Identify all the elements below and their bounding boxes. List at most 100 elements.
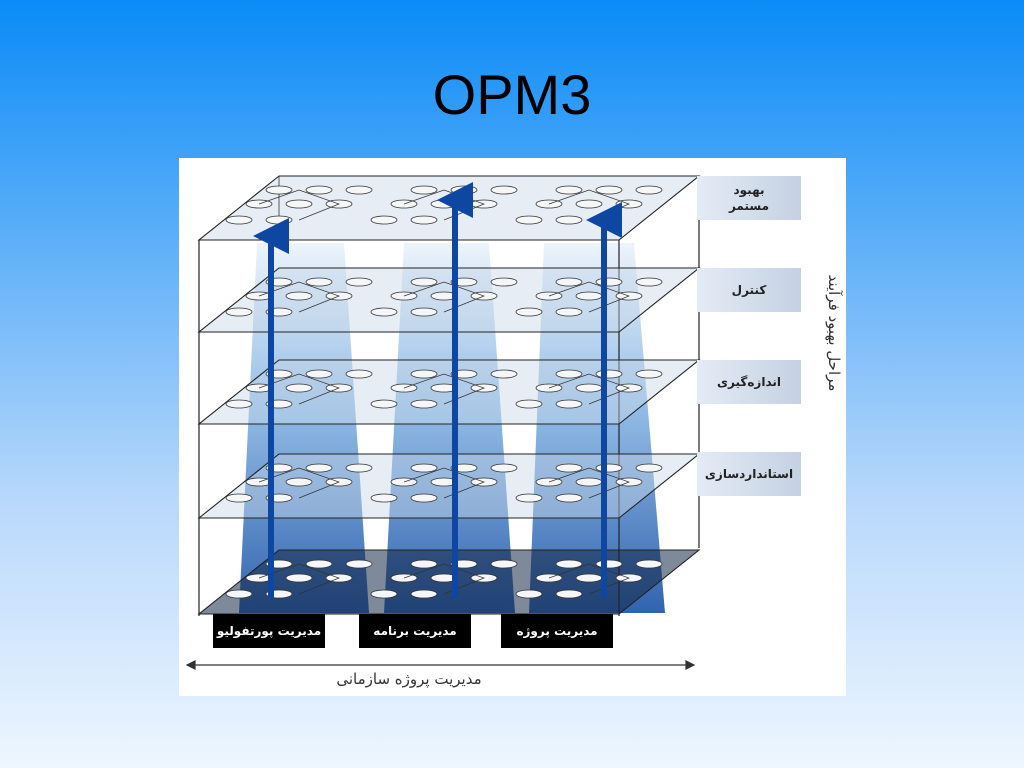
process-node bbox=[305, 369, 333, 379]
process-node bbox=[225, 493, 253, 503]
process-node bbox=[595, 559, 623, 569]
stage-label-text: اندازه‌گیری bbox=[717, 374, 781, 389]
process-node bbox=[490, 559, 518, 569]
process-node bbox=[345, 277, 373, 287]
process-node bbox=[575, 291, 603, 301]
opm3-diagram: بهبود مستمر کنترل اندازه‌گیری استانداردس… bbox=[179, 158, 846, 696]
domain-label-project: مدیریت پروژه bbox=[501, 614, 613, 648]
process-node bbox=[635, 463, 663, 473]
stage-label-text: بهبود مستمر bbox=[728, 182, 770, 213]
process-link bbox=[403, 281, 485, 313]
process-link bbox=[403, 467, 485, 499]
process-node bbox=[410, 277, 438, 287]
domain-label-portfolio: مدیریت پورتفولیو bbox=[213, 614, 325, 648]
stage-label-standardization: استانداردسازی bbox=[697, 452, 801, 496]
process-node bbox=[555, 307, 583, 317]
process-node bbox=[635, 277, 663, 287]
process-node bbox=[285, 291, 313, 301]
process-link bbox=[548, 467, 630, 499]
process-link bbox=[548, 563, 630, 595]
process-link bbox=[258, 189, 340, 221]
stage-label-text: کنترل bbox=[731, 282, 767, 297]
slide-title: OPM3 bbox=[432, 63, 592, 126]
process-node bbox=[635, 369, 663, 379]
stage-label-measurement: اندازه‌گیری bbox=[697, 360, 801, 404]
process-node bbox=[555, 185, 583, 195]
process-node bbox=[225, 589, 253, 599]
process-node bbox=[410, 369, 438, 379]
process-node bbox=[515, 307, 543, 317]
process-node bbox=[410, 589, 438, 599]
process-node bbox=[410, 399, 438, 409]
process-node bbox=[490, 369, 518, 379]
process-node bbox=[490, 463, 518, 473]
layer-plane-5 bbox=[197, 549, 701, 615]
process-link bbox=[258, 563, 340, 595]
process-node bbox=[515, 215, 543, 225]
process-link bbox=[403, 563, 485, 595]
process-node bbox=[515, 589, 543, 599]
process-node bbox=[285, 383, 313, 393]
process-node bbox=[595, 277, 623, 287]
bottom-axis bbox=[185, 660, 696, 670]
process-node bbox=[305, 559, 333, 569]
layer-plane-1 bbox=[197, 175, 701, 241]
process-node bbox=[555, 493, 583, 503]
process-node bbox=[370, 589, 398, 599]
process-node bbox=[575, 573, 603, 583]
process-node bbox=[490, 277, 518, 287]
maturity-layers bbox=[197, 175, 701, 615]
process-node bbox=[490, 185, 518, 195]
process-node bbox=[345, 559, 373, 569]
process-node bbox=[595, 185, 623, 195]
process-node bbox=[515, 399, 543, 409]
process-link bbox=[258, 281, 340, 313]
process-node bbox=[345, 369, 373, 379]
process-node bbox=[555, 215, 583, 225]
stage-label-continuous-improvement: بهبود مستمر bbox=[697, 176, 801, 220]
process-node bbox=[555, 277, 583, 287]
improvement-arrows bbox=[253, 182, 622, 598]
column-program bbox=[384, 243, 515, 613]
process-node bbox=[555, 589, 583, 599]
process-node bbox=[345, 185, 373, 195]
stage-label-text: استانداردسازی bbox=[704, 466, 794, 481]
process-node bbox=[555, 369, 583, 379]
process-node bbox=[575, 199, 603, 209]
process-node bbox=[410, 307, 438, 317]
process-node bbox=[370, 493, 398, 503]
process-node bbox=[450, 185, 478, 195]
process-node bbox=[225, 399, 253, 409]
organizational-project-management-label: مدیریت پروژه سازمانی bbox=[336, 670, 482, 688]
process-node bbox=[410, 185, 438, 195]
process-link bbox=[548, 373, 630, 405]
process-improvement-stages-label: مراحل بهبود فرآیند bbox=[825, 274, 843, 392]
process-node bbox=[305, 277, 333, 287]
process-node bbox=[575, 477, 603, 487]
stage-label-control: کنترل bbox=[697, 268, 801, 312]
process-node bbox=[595, 369, 623, 379]
process-link bbox=[258, 467, 340, 499]
process-node bbox=[225, 215, 253, 225]
process-node bbox=[635, 185, 663, 195]
process-link bbox=[403, 373, 485, 405]
process-node bbox=[305, 185, 333, 195]
process-node bbox=[345, 463, 373, 473]
process-node bbox=[555, 559, 583, 569]
process-node bbox=[515, 493, 543, 503]
process-node bbox=[410, 493, 438, 503]
process-node bbox=[370, 307, 398, 317]
process-node bbox=[575, 383, 603, 393]
process-link bbox=[258, 373, 340, 405]
opm3-cube-diagram bbox=[185, 175, 701, 670]
process-node bbox=[635, 559, 663, 569]
process-node bbox=[285, 573, 313, 583]
process-node bbox=[555, 399, 583, 409]
process-node bbox=[285, 477, 313, 487]
process-node bbox=[265, 215, 293, 225]
process-link bbox=[548, 281, 630, 313]
process-node bbox=[285, 199, 313, 209]
process-node bbox=[370, 399, 398, 409]
process-node bbox=[595, 463, 623, 473]
column-project bbox=[529, 243, 665, 613]
